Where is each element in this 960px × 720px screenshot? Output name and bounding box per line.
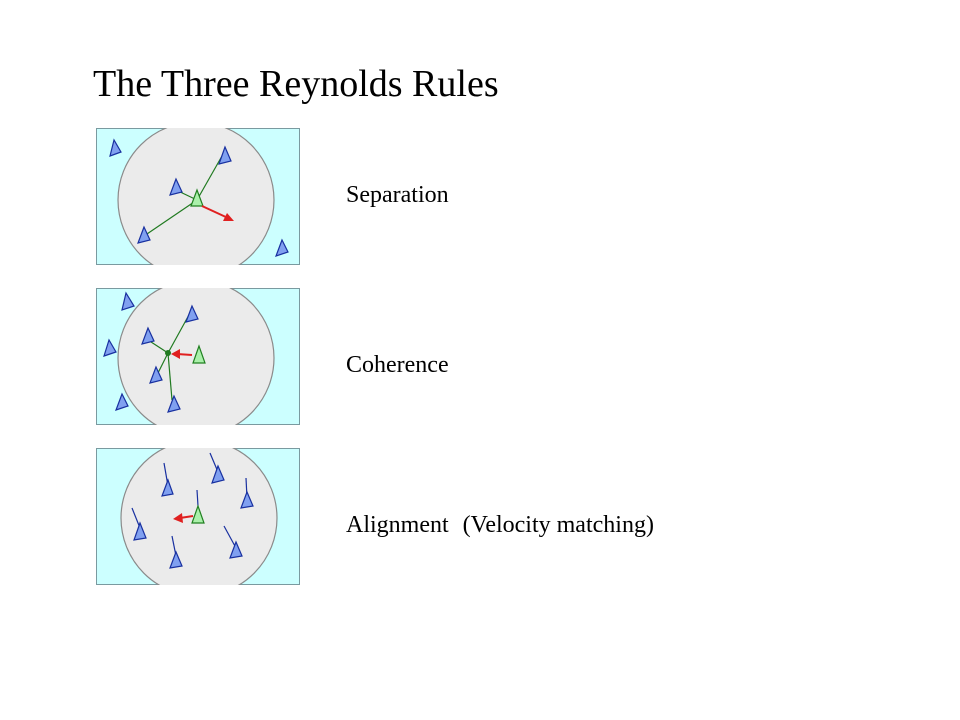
steering-arrow	[201, 205, 234, 221]
rule-label-separation: Separation	[346, 182, 449, 208]
self-boid	[192, 344, 206, 364]
neighbor-boids	[103, 291, 199, 413]
rule-note: (Velocity matching)	[462, 512, 654, 538]
self-boid	[191, 504, 205, 524]
rule-label-coherence: Coherence	[346, 352, 449, 378]
separation-diagram	[96, 128, 300, 265]
neighbor-boids	[109, 138, 289, 257]
coherence-diagram	[96, 288, 300, 425]
steering-arrow	[173, 513, 194, 523]
slide-title: The Three Reynolds Rules	[93, 63, 499, 105]
self-boid	[190, 188, 204, 207]
neighbor-boids	[133, 464, 254, 569]
rule-name: Alignment	[346, 512, 449, 538]
steering-arrow	[171, 349, 193, 359]
alignment-diagram	[96, 448, 300, 585]
center-of-mass	[165, 350, 171, 356]
rule-label-alignment: Alignment (Velocity matching)	[346, 513, 654, 537]
